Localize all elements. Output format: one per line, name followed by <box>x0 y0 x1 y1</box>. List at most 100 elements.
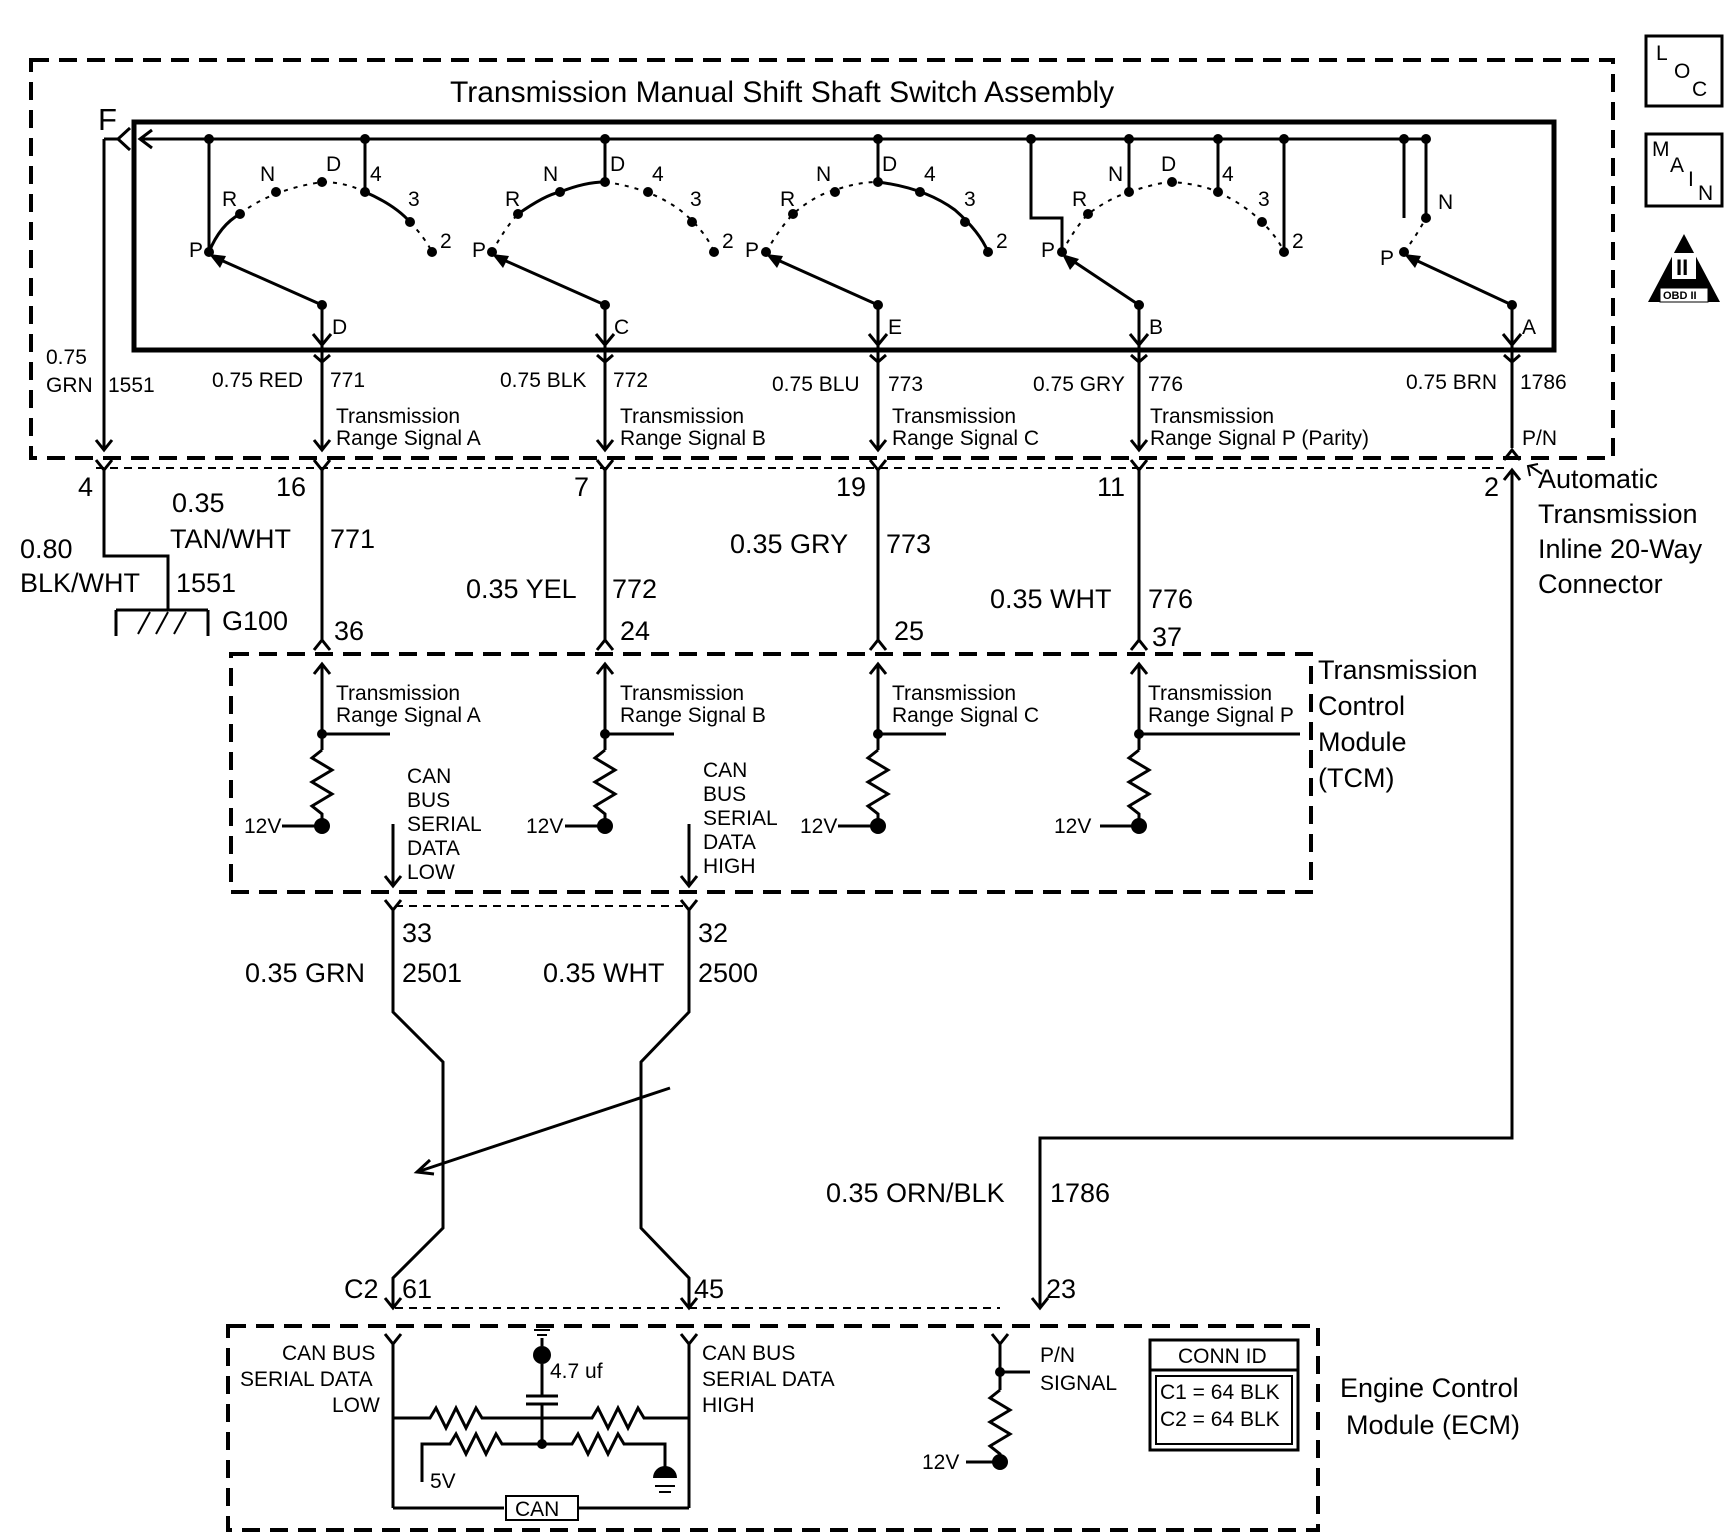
svg-text:Connector: Connector <box>1538 569 1663 599</box>
mid-wire-776: 0.35 WHT 776 37 <box>990 470 1193 652</box>
svg-text:Range Signal B: Range Signal B <box>620 704 766 727</box>
svg-text:0.75 BRN: 0.75 BRN <box>1406 371 1497 394</box>
tcm-input-a: 12V Transmission Range Signal A <box>244 661 481 838</box>
svg-text:Transmission: Transmission <box>1538 499 1698 529</box>
switch-a: P N A <box>1380 134 1536 348</box>
tcm-input-p: 12V Transmission Range Signal P <box>1054 661 1300 838</box>
ground-wire-1551: 0.80 BLK/WHT 1551 G100 <box>20 470 288 636</box>
svg-text:773: 773 <box>888 373 923 396</box>
svg-text:0.75: 0.75 <box>46 346 87 369</box>
svg-text:R: R <box>780 188 795 211</box>
svg-text:CONN ID: CONN ID <box>1178 1345 1267 1368</box>
svg-text:HIGH: HIGH <box>702 1394 755 1417</box>
svg-text:Inline 20-Way: Inline 20-Way <box>1538 534 1703 564</box>
switch-c: P R N D 4 3 2 C <box>472 134 734 348</box>
switch-assembly-boundary <box>29 58 1615 460</box>
svg-text:Transmission: Transmission <box>1148 682 1272 705</box>
tcm-can-low: CAN BUS SERIAL DATA LOW <box>383 765 482 889</box>
main-badge[interactable]: M A I N <box>1644 132 1724 208</box>
svg-text:0.35 WHT: 0.35 WHT <box>990 584 1112 614</box>
svg-text:P: P <box>745 239 759 262</box>
switch-d: P R N D 4 3 2 D <box>189 134 452 348</box>
switch-output-e: E <box>888 316 902 339</box>
svg-text:4.7 uf: 4.7 uf <box>550 1360 603 1383</box>
upper-wire-1786: 0.75 BRN 1786 P/N <box>1406 345 1567 461</box>
svg-text:12V: 12V <box>244 815 281 838</box>
svg-text:Transmission: Transmission <box>892 405 1016 428</box>
svg-text:DATA: DATA <box>703 831 756 854</box>
svg-text:4: 4 <box>370 163 382 186</box>
switch-inner-box <box>131 119 1557 353</box>
upper-wire-773: 0.75 BLU 773 Transmission Range Signal C <box>772 345 1039 453</box>
svg-text:CAN: CAN <box>407 765 451 788</box>
svg-text:N: N <box>1438 191 1453 214</box>
svg-text:I: I <box>1688 168 1694 191</box>
ecm-termination-network: 5V CAN <box>393 1404 689 1521</box>
switch-output-d: D <box>332 316 347 339</box>
svg-text:SERIAL: SERIAL <box>703 807 778 830</box>
can-wire-low: 33 0.35 GRN 2501 61 <box>245 899 462 1311</box>
svg-text:Range Signal C: Range Signal C <box>892 704 1039 727</box>
can-box-label: CAN <box>515 1498 559 1521</box>
switch-output-b: B <box>1149 316 1163 339</box>
svg-text:N: N <box>260 163 275 186</box>
svg-text:HIGH: HIGH <box>703 855 756 878</box>
f-label: F <box>98 102 117 137</box>
svg-text:C2 = 64 BLK: C2 = 64 BLK <box>1160 1408 1280 1431</box>
svg-text:12V: 12V <box>526 815 563 838</box>
svg-text:LOW: LOW <box>332 1394 380 1417</box>
svg-text:P/N: P/N <box>1040 1344 1075 1367</box>
svg-text:OBD II: OBD II <box>1663 290 1697 302</box>
svg-text:36: 36 <box>334 616 364 646</box>
svg-text:12V: 12V <box>1054 815 1091 838</box>
svg-text:Transmission: Transmission <box>620 682 744 705</box>
svg-text:16: 16 <box>276 472 306 502</box>
loc-badge[interactable]: L O C <box>1644 34 1724 108</box>
tcm-input-b: 12V Transmission Range Signal B <box>526 661 766 838</box>
svg-text:Range Signal P: Range Signal P <box>1148 704 1294 727</box>
svg-text:7: 7 <box>574 472 589 502</box>
svg-text:Range Signal A: Range Signal A <box>336 704 481 727</box>
svg-text:2: 2 <box>722 230 734 253</box>
svg-text:772: 772 <box>613 369 648 392</box>
svg-text:45: 45 <box>694 1274 724 1304</box>
svg-text:SERIAL: SERIAL <box>407 813 482 836</box>
svg-text:1786: 1786 <box>1050 1178 1110 1208</box>
svg-text:0.75 RED: 0.75 RED <box>212 369 303 392</box>
svg-text:0.75 BLK: 0.75 BLK <box>500 369 586 392</box>
svg-text:Transmission: Transmission <box>336 682 460 705</box>
svg-text:2500: 2500 <box>698 958 758 988</box>
inline-connector-name: Automatic Transmission Inline 20-Way Con… <box>1526 463 1703 599</box>
switch-output-c: C <box>614 316 629 339</box>
svg-text:11: 11 <box>1097 472 1125 502</box>
tcm-input-c: 12V Transmission Range Signal C <box>800 661 1039 838</box>
svg-text:Module: Module <box>1318 727 1407 757</box>
svg-text:Control: Control <box>1318 691 1405 721</box>
svg-text:3: 3 <box>690 188 702 211</box>
svg-text:Transmission: Transmission <box>1150 405 1274 428</box>
svg-text:Transmission: Transmission <box>620 405 744 428</box>
svg-text:1786: 1786 <box>1520 371 1567 394</box>
svg-text:2501: 2501 <box>402 958 462 988</box>
tcm-name: Transmission Control Module (TCM) <box>1318 655 1478 793</box>
svg-text:Transmission: Transmission <box>336 405 460 428</box>
svg-text:0.35: 0.35 <box>172 488 225 518</box>
svg-text:SIGNAL: SIGNAL <box>1040 1372 1117 1395</box>
upper-wire-772: 0.75 BLK 772 Transmission Range Signal B <box>500 345 766 453</box>
svg-text:3: 3 <box>1258 188 1270 211</box>
svg-text:D: D <box>610 153 625 176</box>
twisted-pair-arrow <box>413 1086 671 1176</box>
svg-text:N: N <box>1108 163 1123 186</box>
svg-text:II: II <box>1676 255 1688 280</box>
svg-text:0.35 YEL: 0.35 YEL <box>466 574 577 604</box>
mid-wire-771: 0.35 TAN/WHT 771 36 <box>170 470 375 651</box>
svg-text:776: 776 <box>1148 584 1193 614</box>
svg-text:32: 32 <box>698 918 728 948</box>
ecm-connector-c2: C2 <box>344 1274 379 1304</box>
svg-text:LOW: LOW <box>407 861 455 884</box>
svg-text:N: N <box>816 163 831 186</box>
ecm-name: Engine Control Module (ECM) <box>1340 1373 1520 1440</box>
tcm-can-high: CAN BUS SERIAL DATA HIGH <box>679 759 778 889</box>
svg-text:P: P <box>1041 239 1055 262</box>
